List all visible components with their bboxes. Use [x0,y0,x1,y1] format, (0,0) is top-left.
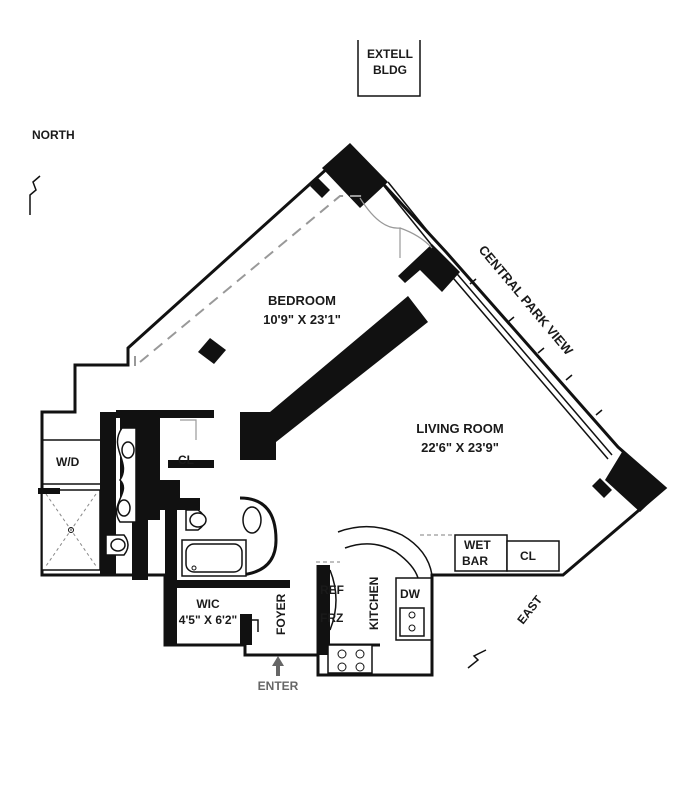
entry-arrow-icon [272,656,284,676]
wic-room [240,614,259,645]
bath-fixtures-right [181,496,278,577]
window-line [387,181,613,456]
bath-closet-door [180,419,197,440]
east-indicator: EAST [467,592,545,669]
window-line-inner [383,185,609,460]
wet-bar [420,534,560,572]
kitchen-label: KITCHEN [367,577,381,630]
bath-fixtures-left [105,427,137,556]
north-arrow-icon [29,175,41,215]
wd-label: W/D [56,455,80,469]
bath-closet-label: CL [178,453,194,467]
north-indicator: NORTH [29,128,75,215]
neighbor-building: EXTELL BLDG [357,40,421,97]
bedroom-living-partition [240,296,428,460]
bedroom-dims: 10'9" X 23'1" [263,312,341,327]
east-label: EAST [514,592,545,626]
bedroom-door-arc [359,197,401,258]
window-mullions [469,278,603,416]
bedroom-column [198,338,226,364]
foyer-label: FOYER [274,593,288,635]
neighbor-building-label-line1: EXTELL [367,47,413,61]
southeast-wall-block [605,452,665,512]
wd-closet-wall [42,439,100,485]
frz-label: FRZ [320,611,343,625]
living-room-dims: 22'6" X 23'9" [421,440,499,455]
shower [38,488,101,571]
corner-wall-block [322,143,388,208]
southeast-wall-stub [592,478,612,498]
dw-label: DW [400,587,421,601]
wic-dims: 4'5" X 6'2" [179,613,237,627]
enter-label: ENTER [258,679,299,693]
kitchen-walls [316,525,433,674]
wet-bar-label-line1: WET [464,538,491,552]
north-label: NORTH [32,128,75,142]
wic-name: WIC [196,597,220,611]
wet-bar-label-line2: BAR [462,554,488,568]
exterior-wall-outline [40,145,668,677]
bedroom-door-arc-2 [399,227,433,249]
bedroom-name: BEDROOM [268,293,336,308]
neighbor-building-label-line2: BLDG [373,63,407,77]
east-arrow-icon [467,649,487,669]
mid-east-wall-block [398,244,460,292]
ref-label: REF [320,583,344,597]
living-closet-label: CL [520,549,536,563]
corner-wall-stub [310,178,330,198]
bedroom-soffit-line [139,195,362,363]
living-room-name: LIVING ROOM [416,421,503,436]
